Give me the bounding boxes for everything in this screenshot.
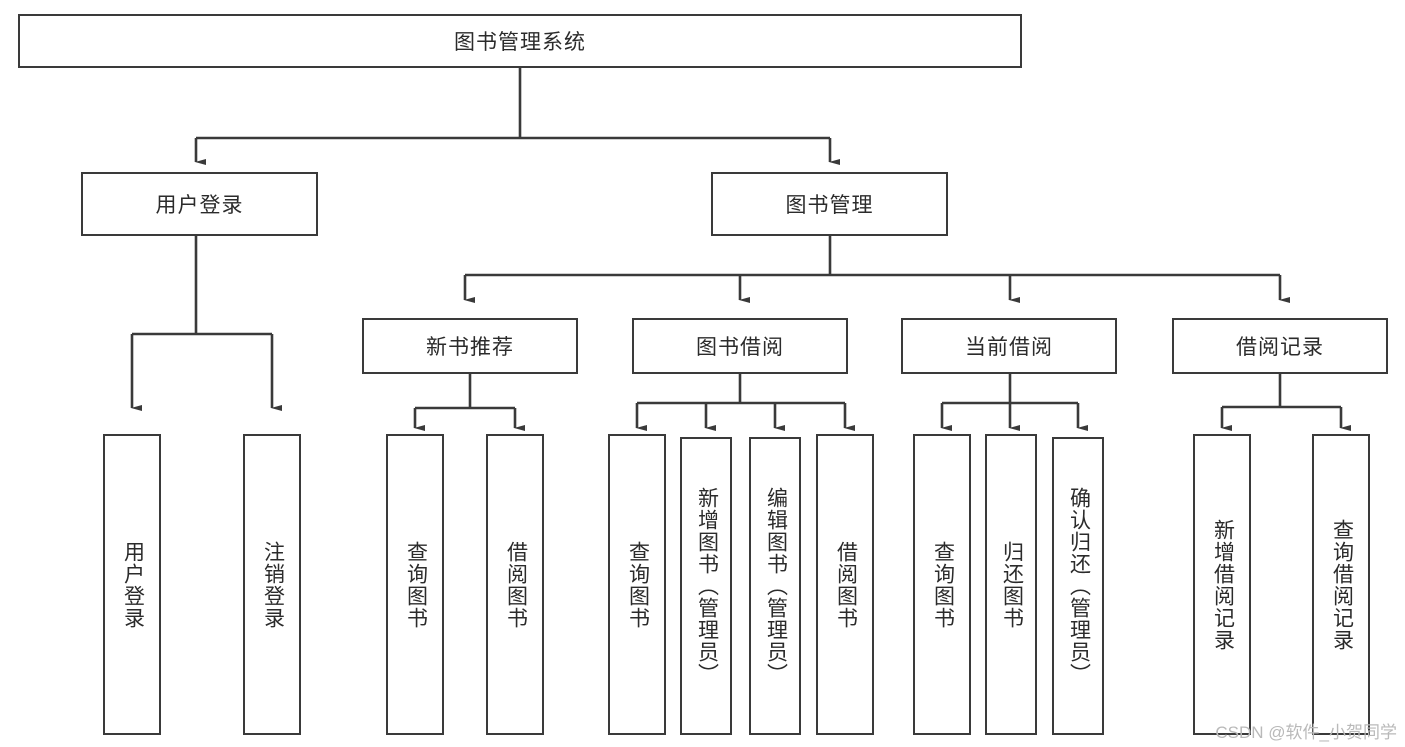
node-user-login[interactable]: 用户登录	[81, 172, 318, 236]
node-leaf-query-book-borrow[interactable]: 查询图书	[608, 434, 666, 735]
node-leaf-edit-book-admin[interactable]: 编辑图书（管理员）	[749, 437, 801, 735]
node-new-book-recommend[interactable]: 新书推荐	[362, 318, 578, 374]
node-current-borrow[interactable]: 当前借阅	[901, 318, 1117, 374]
node-leaf-return-book[interactable]: 归还图书	[985, 434, 1037, 735]
node-leaf-logout[interactable]: 注销登录	[243, 434, 301, 735]
node-label: 查询图书	[931, 540, 955, 629]
node-leaf-user-login[interactable]: 用户登录	[103, 434, 161, 735]
node-label: 新增借阅记录	[1211, 518, 1235, 651]
node-label: 借阅图书	[834, 540, 858, 629]
node-leaf-add-book-admin[interactable]: 新增图书（管理员）	[680, 437, 732, 735]
node-leaf-add-borrow-record[interactable]: 新增借阅记录	[1193, 434, 1251, 735]
node-leaf-query-book-recommend[interactable]: 查询图书	[386, 434, 444, 735]
node-label: 当前借阅	[965, 336, 1053, 359]
node-book-borrow[interactable]: 图书借阅	[632, 318, 848, 374]
node-label: 查询图书	[626, 540, 650, 629]
node-leaf-query-borrow-record[interactable]: 查询借阅记录	[1312, 434, 1370, 735]
node-leaf-confirm-return-admin[interactable]: 确认归还（管理员）	[1052, 437, 1104, 735]
node-label: 借阅记录	[1236, 336, 1324, 359]
node-label: 用户登录	[155, 194, 244, 217]
node-label: 归还图书	[1000, 540, 1024, 629]
node-label: 用户登录	[121, 540, 145, 629]
node-label: 注销登录	[261, 540, 285, 629]
node-label: 新增图书（管理员）	[695, 487, 719, 685]
watermark: CSDN @软件_小贺同学	[1215, 723, 1397, 742]
node-label: 图书管理	[785, 194, 874, 217]
node-label: 查询图书	[404, 540, 428, 629]
node-book-management[interactable]: 图书管理	[711, 172, 948, 236]
node-label: 新书推荐	[426, 336, 514, 359]
node-leaf-query-book-current[interactable]: 查询图书	[913, 434, 971, 735]
node-label: 查询借阅记录	[1330, 518, 1354, 651]
node-label: 编辑图书（管理员）	[764, 487, 788, 685]
node-borrow-record[interactable]: 借阅记录	[1172, 318, 1388, 374]
node-label: 图书借阅	[696, 336, 784, 359]
node-leaf-borrow-book[interactable]: 借阅图书	[816, 434, 874, 735]
node-label: 借阅图书	[504, 540, 528, 629]
node-label: 图书管理系统	[454, 31, 586, 54]
node-root-book-management-system[interactable]: 图书管理系统	[18, 14, 1022, 68]
node-label: 确认归还（管理员）	[1067, 487, 1091, 685]
node-leaf-borrow-book-recommend[interactable]: 借阅图书	[486, 434, 544, 735]
